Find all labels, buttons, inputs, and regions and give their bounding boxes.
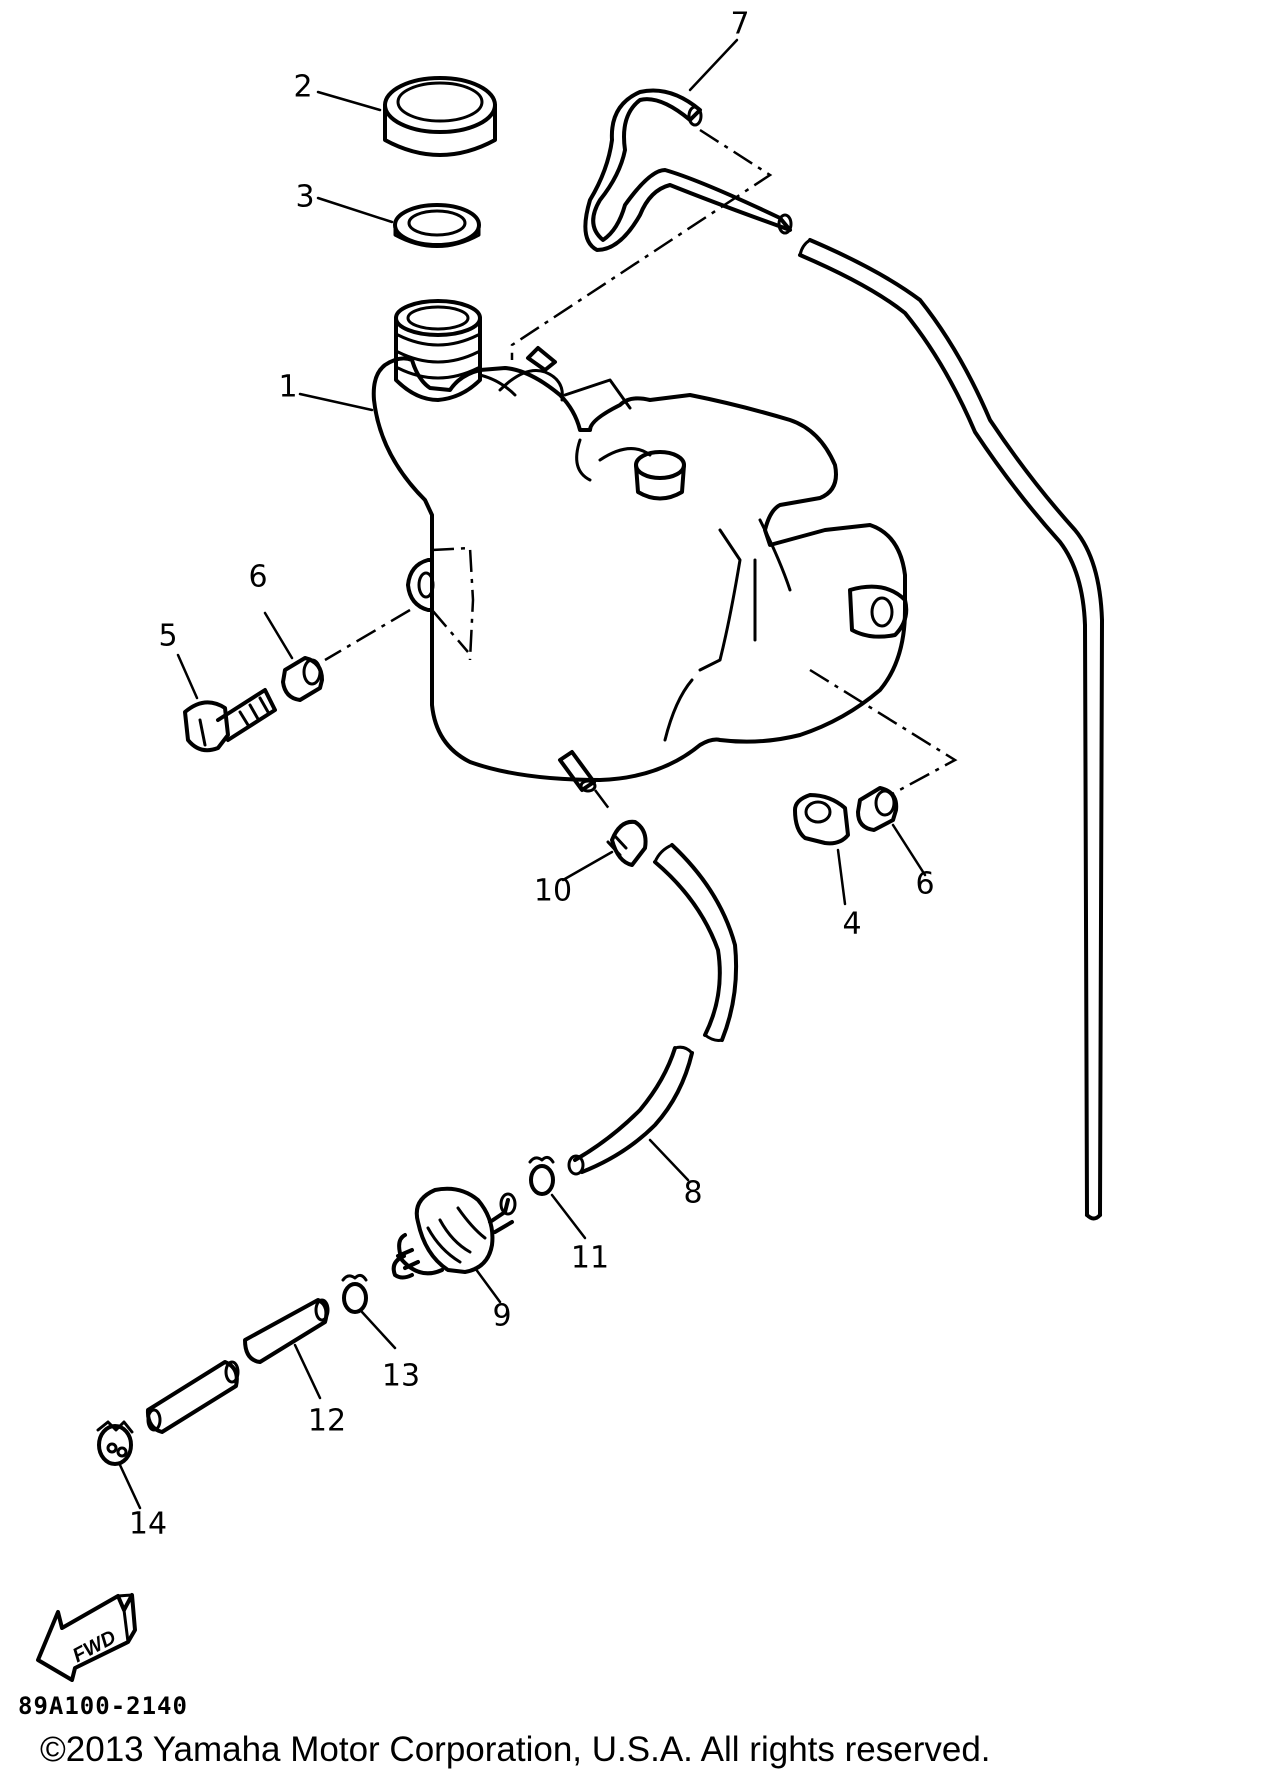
copyright-notice: ©2013 Yamaha Motor Corporation, U.S.A. A…	[40, 1730, 991, 1769]
callout-2[interactable]: 2	[293, 70, 312, 105]
collar-right[interactable]	[856, 786, 899, 832]
oil-tank[interactable]	[371, 299, 909, 793]
drawing-number: 89A100-2140	[18, 1692, 188, 1720]
assembly-line-breather	[510, 128, 773, 360]
hose-clip-11[interactable]	[528, 1155, 555, 1196]
hose-clamp-14[interactable]	[96, 1420, 134, 1466]
collar-left[interactable]	[281, 656, 324, 702]
callout-10[interactable]: 10	[534, 874, 572, 909]
fwd-direction-badge: FWD	[36, 1593, 137, 1682]
oil-delivery-hose[interactable]	[567, 843, 739, 1176]
grommet[interactable]	[793, 793, 850, 846]
callout-6-left[interactable]: 6	[248, 560, 267, 595]
hose-clip-13[interactable]	[341, 1273, 368, 1314]
callout-7[interactable]: 7	[730, 7, 749, 42]
callout-1[interactable]: 1	[278, 370, 297, 405]
cap-gasket[interactable]	[393, 203, 481, 248]
callout-11[interactable]: 11	[571, 1241, 609, 1276]
callout-14[interactable]: 14	[129, 1507, 167, 1542]
oil-filter[interactable]	[391, 1186, 517, 1280]
assembly-line-tab	[324, 608, 411, 662]
callout-5[interactable]: 5	[158, 619, 177, 654]
hose-clamp-10[interactable]	[606, 819, 648, 867]
callout-12[interactable]: 12	[308, 1404, 346, 1439]
callout-9[interactable]: 9	[492, 1299, 511, 1334]
bolt[interactable]	[183, 688, 277, 753]
assembly-line-mount	[809, 668, 958, 808]
callout-13[interactable]: 13	[382, 1359, 420, 1394]
assembly-line-outlet	[594, 789, 611, 811]
breather-hose[interactable]	[583, 88, 1104, 1221]
callout-8[interactable]: 8	[683, 1176, 702, 1211]
hose-12[interactable]	[145, 1298, 330, 1434]
leader-lines	[118, 38, 927, 1510]
callout-3[interactable]: 3	[295, 180, 314, 215]
callout-4[interactable]: 4	[842, 907, 861, 942]
callout-6-right[interactable]: 6	[915, 867, 934, 902]
callouts: 1 2 3 4 5 6 6 7 8 9 10 11 12 13 14	[129, 7, 935, 1542]
tank-cap[interactable]	[383, 76, 497, 157]
